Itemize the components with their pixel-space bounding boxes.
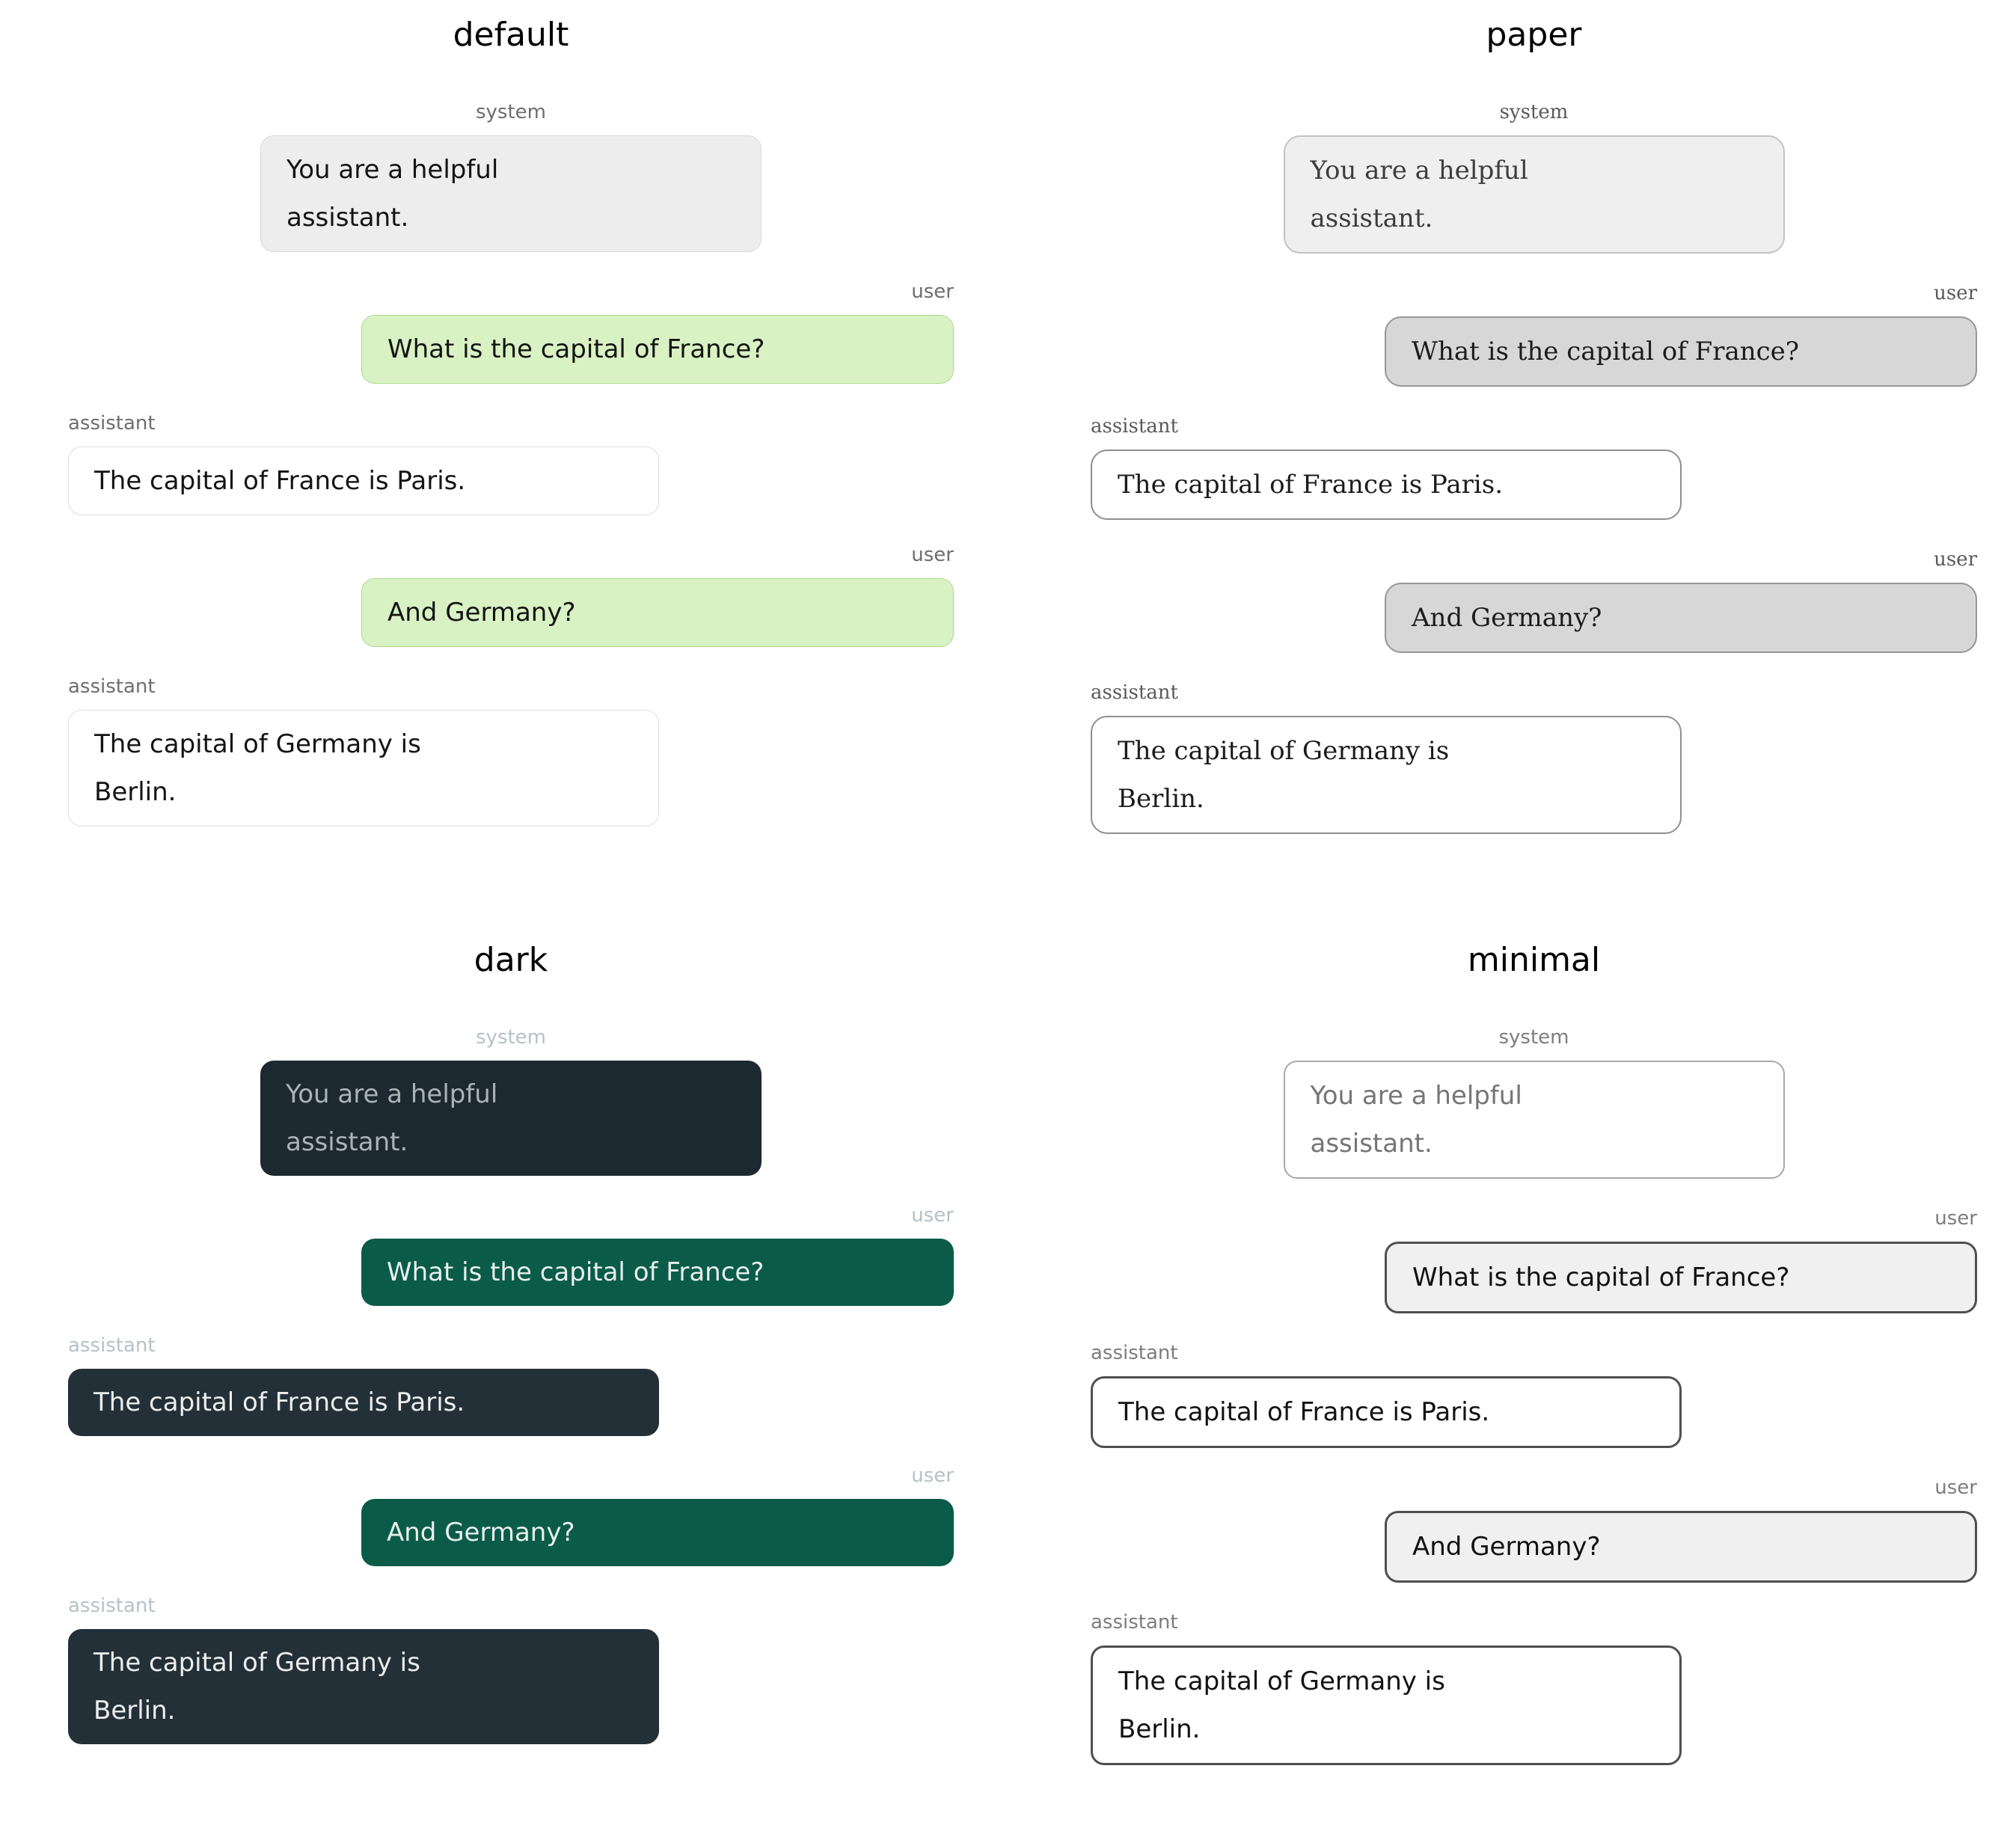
message-user: user What is the capital of France? [1091,279,1977,387]
theme-panel-minimal: minimal system You are a helpful assista… [1008,914,2016,1765]
message-system: system You are a helpful assistant. [68,1023,954,1176]
role-label-user: user [1934,1207,1977,1230]
role-label-user: user [911,280,954,303]
user-message-bubble: And Germany? [1385,1511,1977,1583]
message-user: user What is the capital of France? [1091,1204,1977,1313]
role-label-assistant: assistant [68,675,156,698]
assistant-message-bubble: The capital of France is Paris. [1091,1376,1682,1448]
assistant-message-bubble: The capital of Germany is Berlin. [1091,716,1682,834]
role-label-assistant: assistant [68,412,156,435]
message-assistant: assistant The capital of Germany is Berl… [68,1592,954,1744]
theme-title: paper [1486,16,1582,54]
assistant-message-bubble: The capital of France is Paris. [1091,450,1682,520]
role-label-assistant: assistant [1091,415,1178,438]
user-message-bubble: And Germany? [361,1499,954,1566]
role-label-assistant: assistant [68,1595,156,1617]
role-label-user: user [911,544,954,566]
theme-title: minimal [1467,941,1601,979]
system-message-bubble: You are a helpful assistant. [260,135,762,252]
message-system: system You are a helpful assistant. [1091,98,1977,254]
user-message-bubble: What is the capital of France? [1385,316,1977,387]
message-assistant: assistant The capital of France is Paris… [68,1331,954,1436]
user-message-bubble: What is the capital of France? [1385,1242,1977,1313]
role-label-assistant: assistant [1091,1342,1178,1364]
message-assistant: assistant The capital of France is Paris… [1091,1339,1977,1448]
message-user: user And Germany? [1091,545,1977,653]
message-user: user What is the capital of France? [68,277,954,384]
message-system: system You are a helpful assistant. [68,98,954,252]
user-message-bubble: And Germany? [1385,583,1977,653]
role-label-assistant: assistant [68,1334,156,1357]
assistant-message-bubble: The capital of Germany is Berlin. [68,710,659,826]
role-label-user: user [1934,1476,1977,1499]
role-label-system: system [476,101,546,123]
user-message-bubble: What is the capital of France? [361,1239,954,1306]
role-label-assistant: assistant [1091,681,1178,704]
assistant-message-bubble: The capital of France is Paris. [68,447,659,515]
role-label-assistant: assistant [1091,1611,1178,1634]
role-label-system: system [476,1026,546,1049]
role-label-user: user [1934,282,1977,304]
theme-title: dark [474,941,548,979]
role-label-system: system [1498,1026,1569,1049]
message-user: user And Germany? [68,1462,954,1566]
message-user: user What is the capital of France? [68,1201,954,1306]
role-label-system: system [1499,101,1569,123]
theme-panel-default: default system You are a helpful assista… [0,0,1008,914]
role-label-user: user [911,1204,954,1227]
message-assistant: assistant The capital of France is Paris… [68,409,954,515]
theme-panel-paper: paper system You are a helpful assistant… [1008,0,2016,914]
role-label-user: user [1934,548,1977,571]
role-label-user: user [911,1464,954,1487]
assistant-message-bubble: The capital of Germany is Berlin. [1091,1645,1682,1765]
message-assistant: assistant The capital of Germany is Berl… [1091,1608,1977,1765]
assistant-message-bubble: The capital of Germany is Berlin. [68,1629,659,1744]
message-assistant: assistant The capital of France is Paris… [1091,412,1977,520]
message-user: user And Germany? [68,541,954,647]
message-assistant: assistant The capital of Germany is Berl… [68,672,954,826]
message-system: system You are a helpful assistant. [1091,1023,1977,1179]
user-message-bubble: And Germany? [361,578,954,647]
message-user: user And Germany? [1091,1473,1977,1583]
message-assistant: assistant The capital of Germany is Berl… [1091,678,1977,834]
theme-comparison-grid: default system You are a helpful assista… [0,0,2016,1765]
user-message-bubble: What is the capital of France? [361,315,954,384]
system-message-bubble: You are a helpful assistant. [260,1061,762,1176]
theme-title: default [453,16,569,54]
system-message-bubble: You are a helpful assistant. [1283,135,1785,254]
theme-panel-dark: dark system You are a helpful assistant.… [0,914,1008,1765]
system-message-bubble: You are a helpful assistant. [1283,1061,1785,1179]
assistant-message-bubble: The capital of France is Paris. [68,1369,659,1436]
